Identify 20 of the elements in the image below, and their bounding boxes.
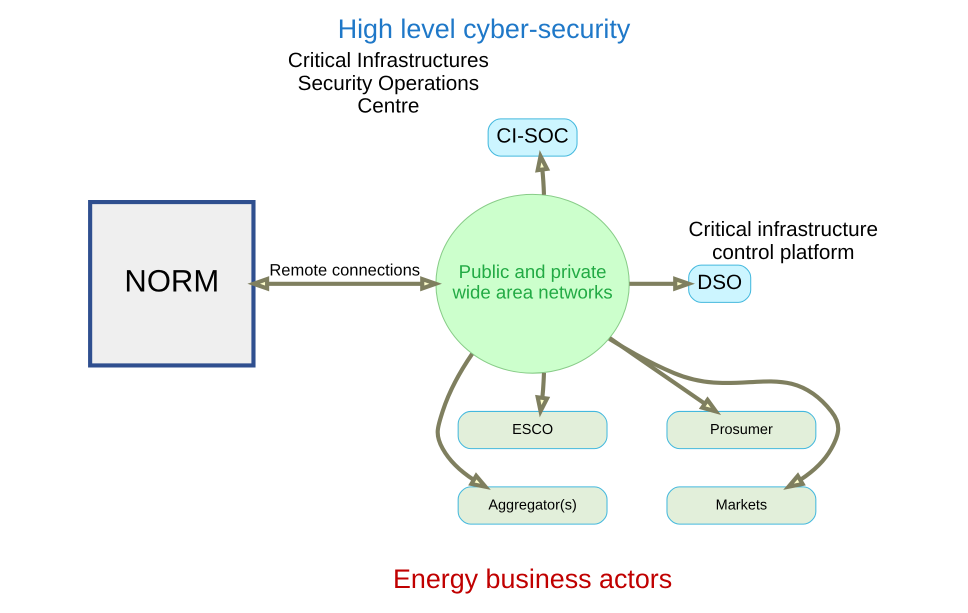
arrow [436, 352, 491, 490]
node-box: NORM [88, 200, 256, 368]
arrow [608, 337, 840, 490]
node-label: Critical Infrastructures Security Operations Centre [288, 49, 489, 118]
diagram-title: High level cyber-security [338, 14, 630, 44]
arrow [608, 336, 722, 415]
node-label: Critical infrastructure control platform [688, 218, 878, 264]
label: Energy business actors [392, 564, 672, 594]
node-box: ESCO [458, 410, 608, 450]
node-box: Aggregator(s) [458, 486, 608, 525]
edge-label: Remote connections [269, 260, 420, 280]
arrow [629, 276, 695, 292]
arrow [247, 276, 442, 292]
node-box: Markets [666, 486, 816, 525]
node-box: CI-SOC [488, 118, 578, 157]
arrow [535, 150, 550, 195]
node-circle: Public and private wide area networks [435, 194, 630, 374]
node-box: Prosumer [666, 410, 816, 450]
arrow [535, 372, 550, 418]
node-box: DSO [688, 264, 752, 303]
